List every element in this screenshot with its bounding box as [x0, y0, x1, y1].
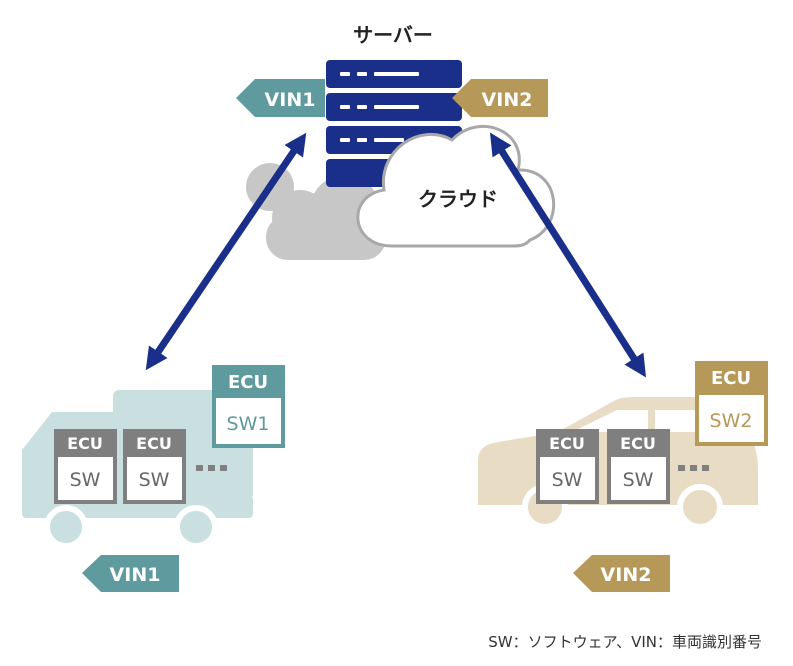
svg-text:SW: SW	[70, 469, 101, 491]
svg-text:ECU: ECU	[228, 372, 268, 393]
car-vin-tag: VIN2	[573, 555, 670, 592]
svg-text:VIN1: VIN1	[265, 89, 316, 111]
svg-text:SW: SW	[552, 469, 583, 491]
svg-text:ECU: ECU	[549, 434, 585, 453]
truck-more-dots	[196, 465, 227, 471]
svg-text:SW: SW	[139, 469, 170, 491]
svg-text:VIN2: VIN2	[482, 89, 533, 111]
truck-ecu-main: ECU SW1	[212, 365, 285, 448]
svg-text:ECU: ECU	[620, 434, 656, 453]
car-ecu-2: ECU SW	[607, 429, 670, 504]
server-vin2-tag: VIN2	[452, 79, 548, 117]
car-ecu-main: ECU SW2	[695, 361, 768, 446]
svg-text:ECU: ECU	[136, 434, 172, 453]
svg-text:SW2: SW2	[710, 410, 753, 432]
arrow-server-car	[489, 132, 647, 378]
arrow-server-truck	[145, 132, 307, 371]
truck-vin-tag: VIN1	[82, 555, 179, 592]
cloud-label: クラウド	[418, 187, 498, 211]
svg-text:VIN2: VIN2	[601, 564, 652, 586]
truck-ecu-2: ECU SW	[123, 429, 186, 504]
server-label: サーバー	[353, 23, 433, 47]
svg-text:SW: SW	[623, 469, 654, 491]
svg-text:ECU: ECU	[67, 434, 103, 453]
server-vin1-tag: VIN1	[236, 79, 325, 117]
svg-text:ECU: ECU	[711, 368, 751, 389]
svg-text:SW1: SW1	[227, 413, 270, 435]
legend-caption: SW：ソフトウェア、VIN：車両識別番号	[488, 633, 762, 651]
svg-text:VIN1: VIN1	[110, 564, 161, 586]
truck-ecu-1: ECU SW	[54, 429, 117, 504]
car-ecu-1: ECU SW	[536, 429, 599, 504]
car-more-dots	[678, 465, 709, 471]
